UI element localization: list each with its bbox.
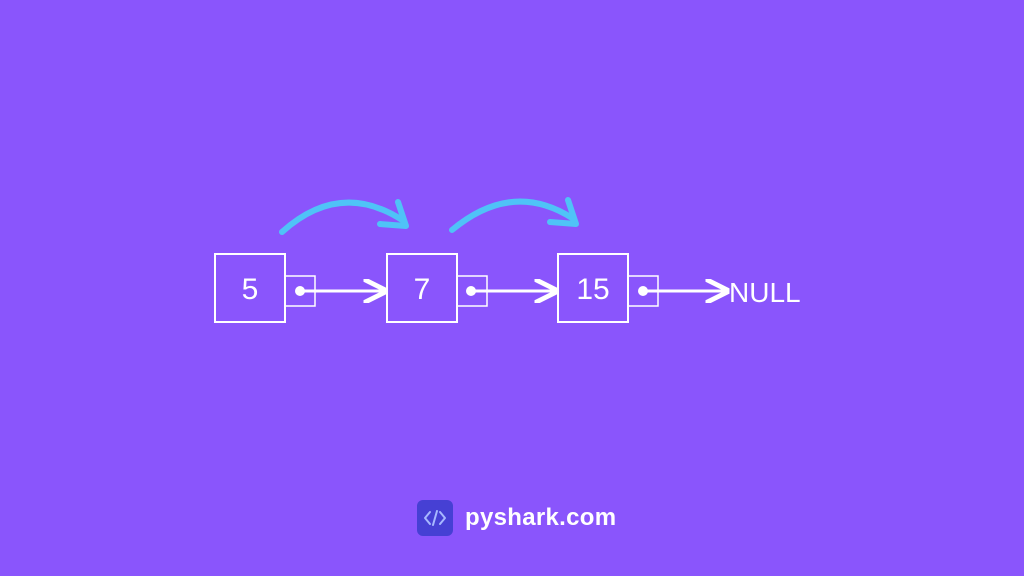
brand-footer: pyshark.com (417, 500, 616, 536)
node-value: 15 (576, 273, 609, 306)
traversal-arrow-7-to-15 (449, 197, 579, 233)
linked-list-node: 15 (557, 253, 659, 323)
code-brackets-icon (417, 500, 453, 536)
node-value: 7 (414, 273, 431, 306)
null-terminal-label: NULL (729, 277, 801, 308)
linked-list-node: 5 (214, 253, 316, 323)
linked-list-node: 7 (386, 253, 488, 323)
traversal-arrow-5-to-7 (279, 199, 409, 235)
node-value: 5 (242, 273, 259, 306)
brand-name: pyshark.com (465, 504, 617, 531)
